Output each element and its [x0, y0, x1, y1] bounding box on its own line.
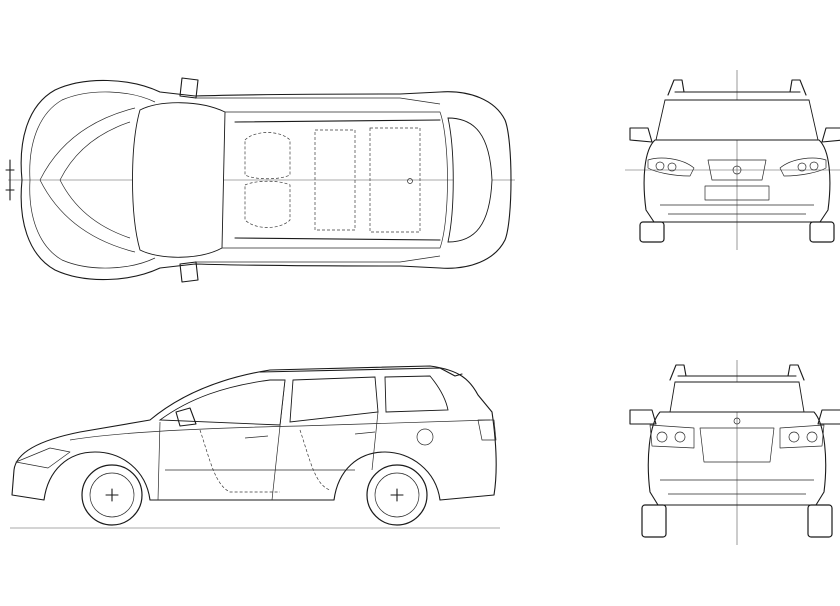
- side-window-rear: [289, 376, 379, 423]
- side-hub-front: [105, 488, 119, 502]
- top-roof: [222, 111, 448, 249]
- top-hood-lines: [39, 107, 136, 253]
- top-body-inner: [29, 91, 156, 269]
- front-grille: [707, 159, 767, 181]
- front-logo-mark: [732, 165, 742, 175]
- side-fuel-door: [416, 428, 434, 446]
- side-window-front: [158, 379, 286, 426]
- side-interior-dashed: [199, 429, 331, 493]
- side-headlight: [15, 447, 71, 469]
- rear-liftgate-panel: [699, 427, 775, 463]
- front-mirror-right: [821, 127, 840, 143]
- top-center-mark: [407, 178, 413, 184]
- top-mirror-upper: [179, 77, 199, 99]
- side-door-lines: [157, 379, 379, 501]
- rear-logo-mark: [733, 417, 741, 425]
- front-windshield: [655, 99, 819, 141]
- side-view: [10, 365, 500, 529]
- top-view: [5, 77, 515, 283]
- rear-roof-rails: [669, 364, 805, 381]
- rear-mirror-left: [629, 409, 657, 425]
- front-roof-rails: [667, 79, 807, 96]
- rear-view: [629, 360, 840, 545]
- front-headlight-right: [779, 157, 827, 177]
- front-license-plate: [704, 185, 770, 201]
- top-front-bumper-mark: [5, 159, 15, 201]
- rear-lamp-l2: [674, 431, 686, 443]
- rear-mirror-right: [817, 409, 840, 425]
- top-roof-rail-lower: [234, 237, 441, 241]
- front-tire-right: [809, 221, 835, 243]
- rear-taillight-right: [779, 424, 825, 449]
- rear-taillight-left: [649, 424, 695, 449]
- side-body-outline: [11, 365, 497, 501]
- front-lamp-r1: [797, 162, 807, 172]
- rear-lamp-r2: [806, 431, 818, 443]
- side-door-handle-rear: [354, 431, 376, 435]
- front-lamp-r2: [809, 161, 819, 171]
- side-beltline: [69, 419, 491, 441]
- rear-tire-right: [807, 504, 833, 538]
- top-roof-rail-upper: [234, 119, 441, 123]
- rear-window: [669, 381, 805, 413]
- top-rear-window: [447, 117, 493, 243]
- front-view: [625, 70, 840, 250]
- top-windshield: [132, 102, 226, 258]
- side-hub-rear: [390, 488, 404, 502]
- top-interior-seats: [244, 127, 421, 233]
- front-mirror-left: [629, 127, 653, 143]
- side-window-quarter: [384, 375, 449, 413]
- top-mirror-lower: [179, 261, 199, 283]
- side-taillight: [477, 419, 497, 441]
- rear-bumper: [660, 479, 814, 495]
- side-rim-front: [89, 472, 135, 518]
- front-lamp-l1: [655, 161, 665, 171]
- side-mirror: [175, 407, 197, 427]
- side-roof-rail: [259, 367, 463, 377]
- front-headlight-left: [647, 157, 695, 177]
- rear-lamp-r1: [788, 431, 800, 443]
- front-lamp-l2: [667, 162, 677, 172]
- rear-tire-left: [641, 504, 667, 538]
- front-lower-bumper: [660, 204, 814, 215]
- top-body-outline: [20, 79, 512, 281]
- side-door-handle-front: [244, 435, 269, 439]
- rear-lamp-l1: [656, 431, 668, 443]
- side-rim-rear: [374, 472, 420, 518]
- top-side-glass-upper: [195, 97, 441, 263]
- front-tire-left: [639, 221, 665, 243]
